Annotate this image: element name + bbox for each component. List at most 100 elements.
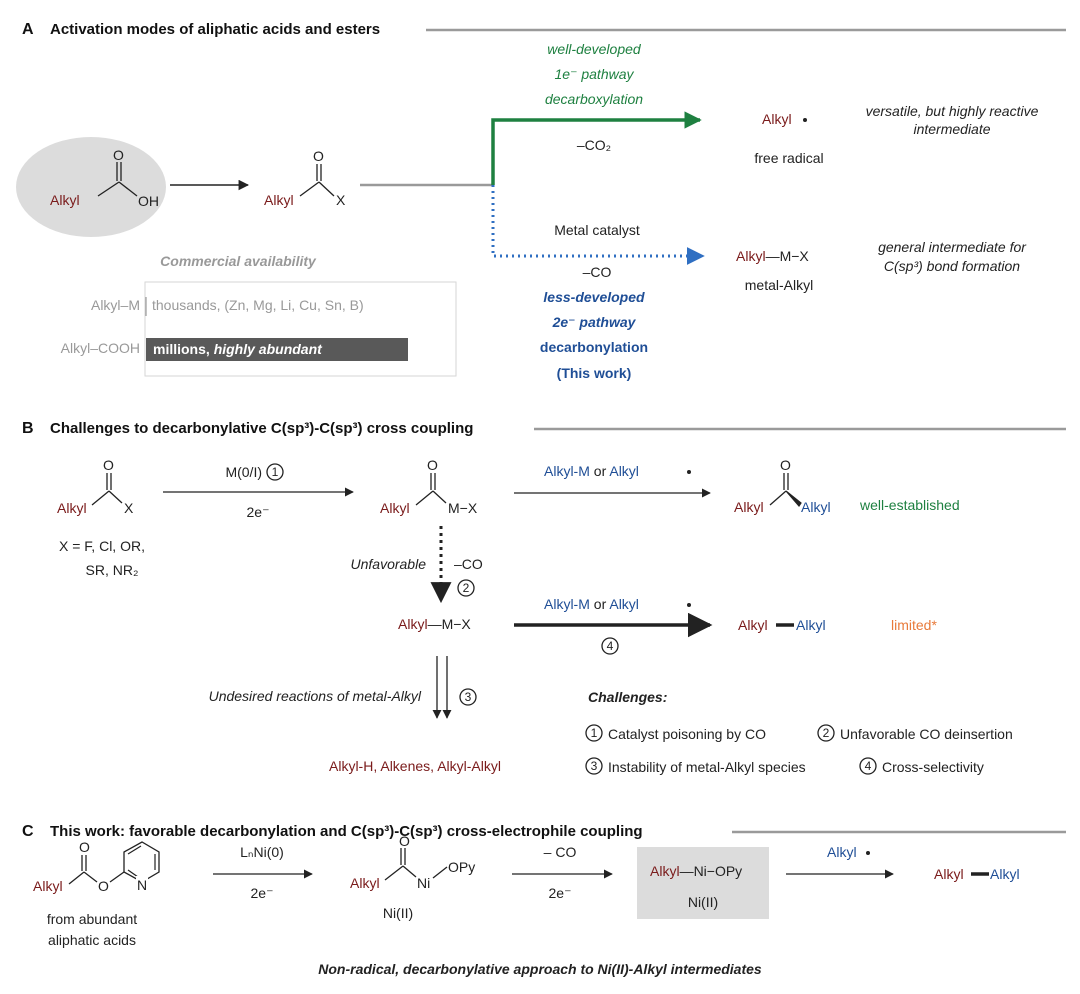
challenge1-text: Catalyst poisoning by CO xyxy=(608,726,766,742)
availability-title: Commercial availability xyxy=(160,253,317,269)
svg-text:4: 4 xyxy=(865,759,872,773)
radical-note-line2: intermediate xyxy=(913,121,990,137)
svg-text:Ni: Ni xyxy=(417,875,430,891)
metal-note-line1: general intermediate for xyxy=(878,239,1027,255)
availability-panel: Commercial availability Alkyl–M thousand… xyxy=(61,253,457,377)
acyl-x-structure: Alkyl O X xyxy=(264,148,346,208)
source-line1: from abundant xyxy=(47,911,137,927)
section-b: B Challenges to decarbonylative C(sp³)-C… xyxy=(22,420,1066,775)
svg-text:O: O xyxy=(113,147,124,163)
pathway1-line3: decarboxylation xyxy=(545,91,643,107)
challenge4-text: Cross-selectivity xyxy=(882,759,984,775)
pathway2-catalyst: Metal catalyst xyxy=(554,222,640,238)
radical-dot xyxy=(803,118,807,122)
challenge2-circle xyxy=(817,724,835,742)
pathway1-line1: well-developed xyxy=(547,41,642,57)
acid-highlight-ellipse xyxy=(16,137,166,237)
radical-alkyl: Alkyl xyxy=(762,111,792,127)
radical-reagent: Alkyl xyxy=(827,844,857,860)
availability-row1-label: Alkyl–M xyxy=(91,297,140,313)
c-product-right: Alkyl xyxy=(990,866,1020,882)
top-reagents: Alkyl-M or Alkyl xyxy=(544,463,639,479)
section-b-letter: B xyxy=(22,420,34,437)
svg-text:O: O xyxy=(780,457,791,473)
section-a-letter: A xyxy=(22,21,34,38)
section-a-title: Activation modes of aliphatic acids and … xyxy=(50,21,380,38)
pyridyl-ester-structure: Alkyl O O N xyxy=(33,839,160,894)
metal-alkyl-formula: Alkyl—M−X xyxy=(736,248,809,264)
section-c-caption: Non-radical, decarbonylative approach to… xyxy=(318,961,762,977)
step3-circle xyxy=(459,688,477,706)
svg-text:X: X xyxy=(336,192,346,208)
svg-text:O: O xyxy=(313,148,324,164)
green-pathway-arrow xyxy=(491,111,702,185)
svg-text:Alkyl: Alkyl xyxy=(734,499,764,515)
svg-text:4: 4 xyxy=(607,639,614,653)
challenge4-circle xyxy=(859,757,877,775)
svg-text:O: O xyxy=(79,839,90,855)
ni-electrons: 2e⁻ xyxy=(251,885,274,901)
challenge2-text: Unfavorable CO deinsertion xyxy=(840,726,1013,742)
pathway2-loss: –CO xyxy=(583,264,612,280)
bottom-reagents: Alkyl-M or Alkyl xyxy=(544,596,639,612)
bottom-reagent-radical-dot xyxy=(687,603,691,607)
pathway2-line2: 2e⁻ pathway xyxy=(552,314,637,330)
coupling-product-left: Alkyl xyxy=(738,617,768,633)
x-definition-line2: SR, NR₂ xyxy=(86,562,139,578)
svg-text:Alkyl: Alkyl xyxy=(57,500,87,516)
step1-electrons: 2e⁻ xyxy=(247,504,270,520)
svg-text:X: X xyxy=(124,500,134,516)
ni-alkyl-highlight-box xyxy=(637,847,769,919)
undesired-label: Undesired reactions of metal-Alkyl xyxy=(209,688,422,704)
svg-text:3: 3 xyxy=(591,759,598,773)
availability-row2-value: millions, highly abundant xyxy=(153,341,323,357)
section-c-title: This work: favorable decarbonylation and… xyxy=(50,823,643,840)
svg-text:O: O xyxy=(98,878,109,894)
svg-text:3: 3 xyxy=(465,690,472,704)
acyl-nickel-oxidation-state: Ni(II) xyxy=(383,905,413,921)
availability-row2-bar xyxy=(146,338,408,361)
acyl-nickel-structure: Alkyl O Ni OPy xyxy=(350,833,475,891)
ketone-product: Alkyl O Alkyl xyxy=(734,457,831,515)
byproducts: Alkyl-H, Alkenes, Alkyl-Alkyl xyxy=(329,758,501,774)
svg-text:M−X: M−X xyxy=(448,500,478,516)
section-c: C This work: favorable decarbonylation a… xyxy=(22,823,1066,977)
coupling-product-right: Alkyl xyxy=(796,617,826,633)
top-reagent-radical-dot xyxy=(687,470,691,474)
svg-text:Alkyl: Alkyl xyxy=(33,878,63,894)
metal-note-line2: C(sp³) bond formation xyxy=(884,258,1020,274)
svg-text:2: 2 xyxy=(463,581,470,595)
svg-text:2: 2 xyxy=(823,726,830,740)
ni-alkyl-formula: Alkyl—Ni−OPy xyxy=(650,863,742,879)
challenge3-text: Instability of metal-Alkyl species xyxy=(608,759,806,775)
step1-reagent: M(0/I) xyxy=(225,464,262,480)
x-definition-line1: X = F, Cl, OR, xyxy=(59,538,145,554)
co-loss-label-c: – CO xyxy=(544,844,577,860)
source-line2: aliphatic acids xyxy=(48,932,136,948)
radical-reagent-dot xyxy=(866,851,870,855)
svg-text:1: 1 xyxy=(591,726,598,740)
pathway2-line3: decarbonylation xyxy=(540,339,648,355)
section-b-title: Challenges to decarbonylative C(sp³)-C(s… xyxy=(50,420,473,437)
svg-text:Alkyl: Alkyl xyxy=(350,875,380,891)
svg-text:OH: OH xyxy=(138,193,159,209)
challenge3-circle xyxy=(585,757,603,775)
alkyl-metal-formula: Alkyl—M−X xyxy=(398,616,471,632)
svg-text:1: 1 xyxy=(272,465,279,479)
challenges-title: Challenges: xyxy=(588,689,667,705)
c-product-left: Alkyl xyxy=(934,866,964,882)
acyl-metal-structure: Alkyl O M−X xyxy=(380,457,478,516)
well-established-label: well-established xyxy=(859,497,960,513)
svg-text:N: N xyxy=(137,877,147,893)
b-acyl-x-structure: Alkyl O X xyxy=(57,457,134,516)
co-loss-label: –CO xyxy=(454,556,483,572)
pathway2-line1: less-developed xyxy=(543,289,645,305)
svg-text:Alkyl: Alkyl xyxy=(380,500,410,516)
acid-alkyl-label: Alkyl xyxy=(50,192,80,208)
pathway2-line4: (This work) xyxy=(557,365,632,381)
availability-row2-label: Alkyl–COOH xyxy=(61,340,140,356)
ni-alkyl-oxidation-state: Ni(II) xyxy=(688,894,718,910)
unfavorable-label: Unfavorable xyxy=(351,556,427,572)
availability-row1-value: thousands, (Zn, Mg, Li, Cu, Sn, B) xyxy=(152,297,364,313)
svg-text:O: O xyxy=(103,457,114,473)
